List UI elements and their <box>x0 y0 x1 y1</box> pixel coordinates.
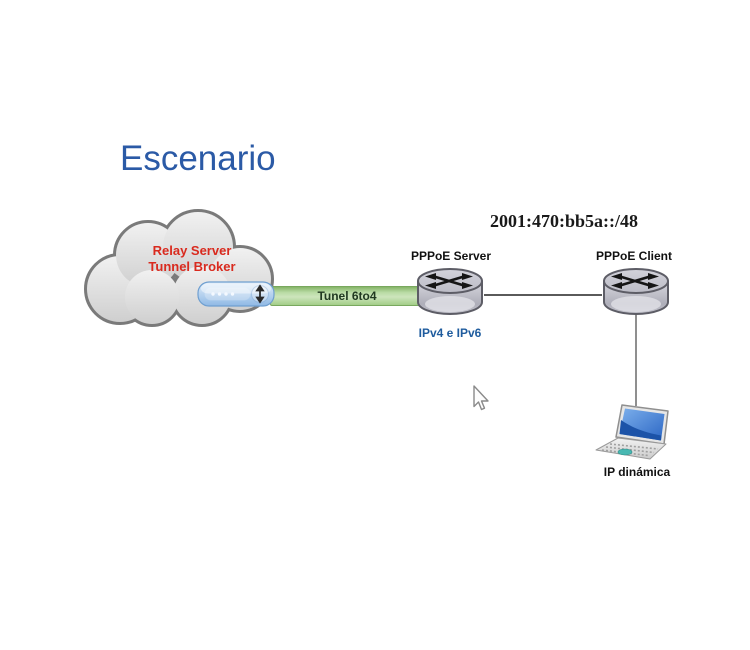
mouse-cursor-icon <box>473 385 489 411</box>
server-router-icon <box>417 268 483 315</box>
cloud-label-line2: Tunnel Broker <box>148 259 236 274</box>
broadband-device-icon <box>197 281 275 307</box>
laptop-label: IP dinámica <box>603 465 671 479</box>
link-client-laptop <box>635 313 637 406</box>
client-router-icon <box>603 268 669 315</box>
cloud-label: Relay Server Tunnel Broker <box>132 243 252 275</box>
server-router-sublabel: IPv4 e IPv6 <box>418 326 482 340</box>
link-server-client <box>484 294 602 296</box>
server-router-label: PPPoE Server <box>410 249 492 263</box>
client-router-label: PPPoE Client <box>595 249 672 263</box>
tunnel-6to4: Tunel 6to4 <box>270 286 424 306</box>
cloud-label-line1: Relay Server <box>152 243 232 258</box>
ipv6-prefix-annotation: 2001:470:bb5a::/48 <box>490 211 638 231</box>
laptop-icon <box>595 404 669 460</box>
tunnel-label: Tunel 6to4 <box>317 289 377 303</box>
slide-title: Escenario <box>120 139 276 178</box>
